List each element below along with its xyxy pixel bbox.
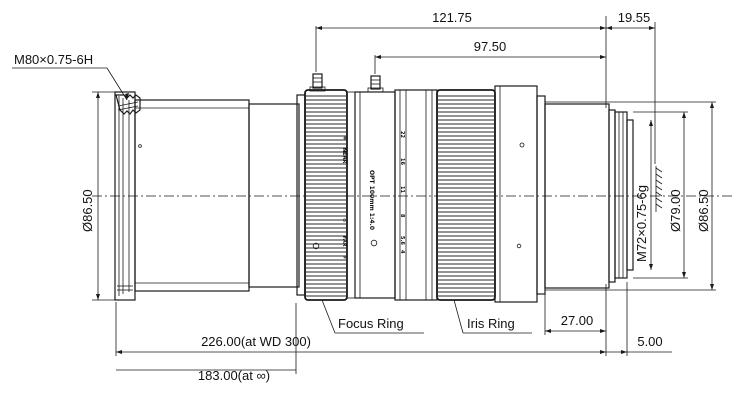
dimension-dia-86-50-left: Ø86.50 xyxy=(80,91,116,301)
iris-ring-callout: Iris Ring xyxy=(453,299,532,334)
dim-label-27-00: 27.00 xyxy=(561,313,594,328)
dimension-dia-79-00: Ø79.00 xyxy=(633,111,688,279)
dimension-dia-86-50-right: Ø86.50 xyxy=(545,101,716,291)
dimension-183: 183.00(at ∞) xyxy=(116,303,297,383)
front-thread-crosssection xyxy=(115,94,141,115)
engraving-far: FAR xyxy=(341,236,347,247)
dim-label-dia-79-00: Ø79.00 xyxy=(668,189,683,232)
rear-thread-label: M72×0.75-6g xyxy=(634,185,649,262)
dim-label-226: 226.00(at WD 300) xyxy=(201,334,311,349)
focus-lock-screw xyxy=(309,73,326,92)
dimension-121-75: 121.75 xyxy=(315,10,606,72)
front-barrel xyxy=(134,99,300,292)
rear-mount-thread xyxy=(608,109,634,283)
engraving-f8: 8 xyxy=(399,214,405,218)
iris-lock-screw xyxy=(367,75,384,93)
engraving-near: NEAR xyxy=(341,148,347,163)
front-barrel-screw xyxy=(138,144,142,148)
dim-label-dia-86-50-left: Ø86.50 xyxy=(80,189,95,232)
dim-label-dia-86-50-right: Ø86.50 xyxy=(696,189,711,232)
focus-ring-index-dot xyxy=(312,242,320,250)
engraving-lens-name: OPT 100mm 1:4.0 xyxy=(368,170,375,230)
scale-section xyxy=(354,89,438,301)
dim-label-183: 183.00(at ∞) xyxy=(198,368,270,383)
focus-ring-callout: Focus Ring xyxy=(321,299,424,334)
dim-label-97-50: 97.50 xyxy=(474,39,507,54)
engraving-f5-6: 5.6 xyxy=(399,236,405,245)
rear-barrel xyxy=(494,85,610,303)
engraving-f11: 11 xyxy=(399,186,405,193)
dim-label-121-75: 121.75 xyxy=(432,10,472,25)
dimension-19-55: 19.55 xyxy=(605,10,656,164)
rear-thread-callout: M72×0.75-6g xyxy=(634,120,653,270)
iris-ring-body xyxy=(436,89,496,301)
engraved-text: NEAR FAR OPT 100mm 1:4.0 22 16 11 8 5.6 … xyxy=(341,131,405,259)
engraving-f16: 16 xyxy=(399,158,405,165)
focus-ring-body xyxy=(296,89,356,301)
scale-index-mark xyxy=(370,239,378,247)
front-thread-label: M80×0.75-6H xyxy=(14,52,93,67)
engraving-infinity: ∞ xyxy=(341,218,347,222)
dimension-27-00: 27.00 xyxy=(544,292,606,335)
dim-label-19-55: 19.55 xyxy=(618,10,651,25)
mount-face-hatch xyxy=(655,166,663,212)
dim-label-5-00: 5.00 xyxy=(637,334,662,349)
engraving-f22: 22 xyxy=(399,131,405,138)
iris-ring-label: Iris Ring xyxy=(467,316,515,331)
dimension-5-00: 5.00 xyxy=(606,282,672,356)
dimension-226: 226.00(at WD 300) xyxy=(115,284,607,356)
rear-barrel-screw xyxy=(519,142,525,148)
front-thread-callout: M80×0.75-6H xyxy=(12,52,129,101)
dimension-97-50: 97.50 xyxy=(374,39,606,74)
engraving-f4: 4 xyxy=(399,250,405,254)
focus-ring-label: Focus Ring xyxy=(338,316,404,331)
